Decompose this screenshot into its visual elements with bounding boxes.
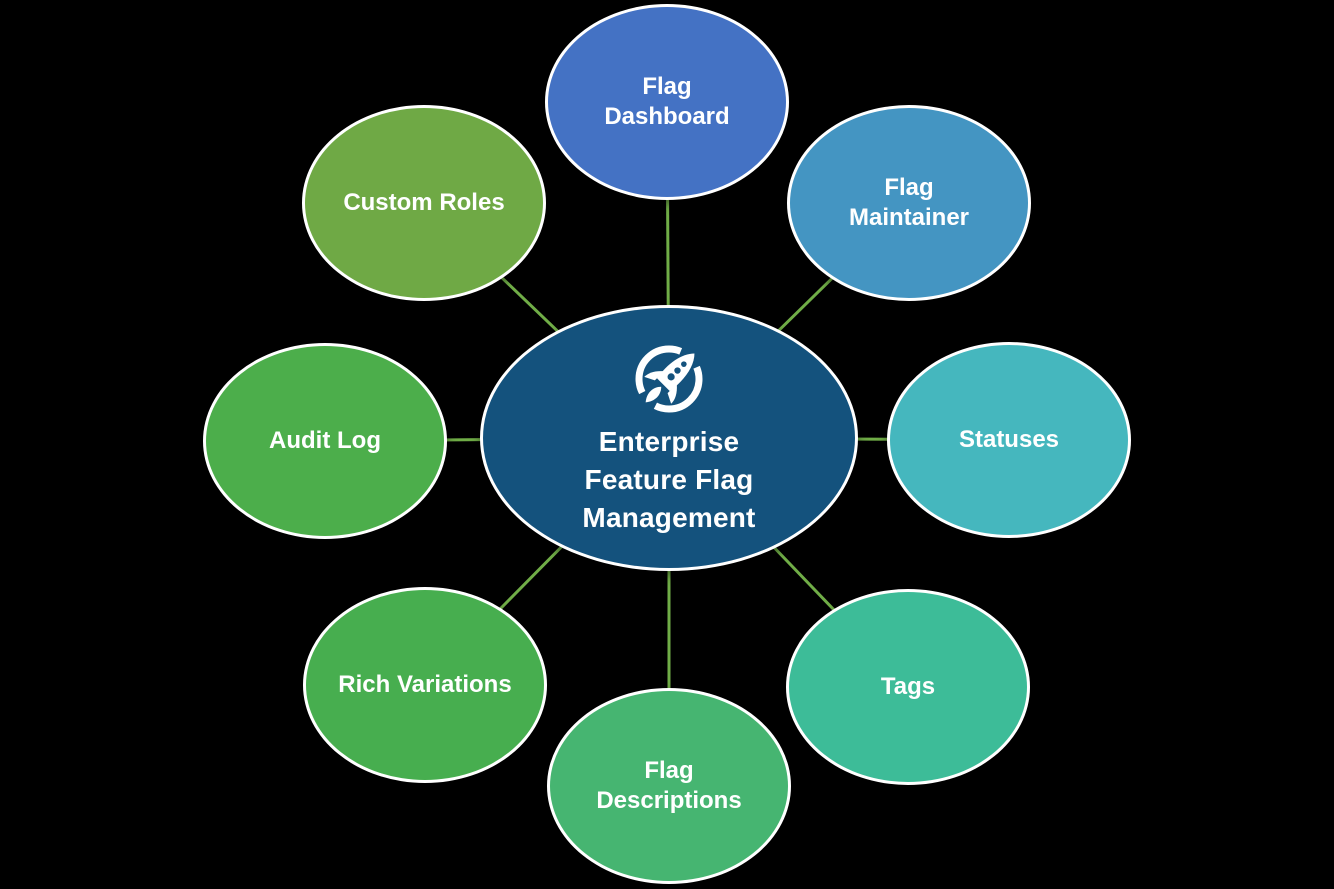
node-rich-variations: Rich Variations [303, 587, 547, 783]
node-label: Statuses [958, 426, 1060, 453]
node-label: Custom Roles [343, 189, 505, 216]
node-label: Rich Variations [338, 671, 512, 698]
node-label: Flag Maintainer [848, 174, 970, 231]
center-node-label: Enterprise Feature Flag Management [582, 425, 756, 534]
node-flag-descriptions: Flag Descriptions [547, 688, 791, 884]
node-flag-maintainer: Flag Maintainer [787, 105, 1031, 301]
node-label: Flag Descriptions [596, 757, 742, 814]
node-label: Tags [880, 673, 936, 700]
node-audit-log: Audit Log [203, 343, 447, 539]
node-statuses: Statuses [887, 342, 1131, 538]
node-label: Flag Dashboard [604, 73, 730, 130]
node-tags: Tags [786, 589, 1030, 785]
node-label: Audit Log [269, 427, 381, 454]
node-custom-roles: Custom Roles [302, 105, 546, 301]
node-flag-dashboard: Flag Dashboard [545, 4, 789, 200]
rocket-launch-icon [635, 345, 703, 413]
center-node-enterprise-feature-flag-management: Enterprise Feature Flag Management [480, 305, 858, 571]
